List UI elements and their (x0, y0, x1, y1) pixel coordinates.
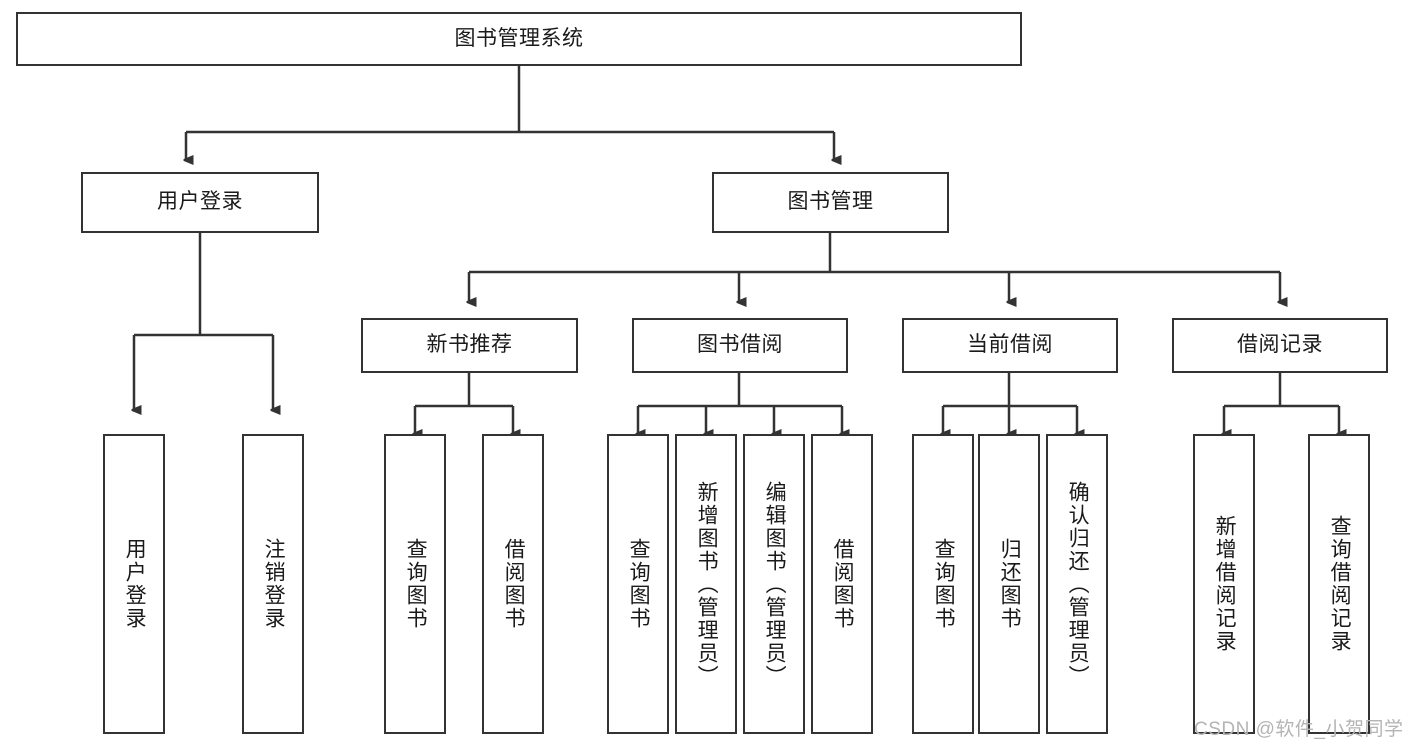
node-book-management[interactable]: 图书管理 (712, 172, 949, 233)
node-leaf-edit-book-admin[interactable]: 编辑图书（管理员） (743, 434, 805, 734)
node-leaf-add-book-admin-label: 新增图书（管理员） (695, 480, 719, 688)
node-leaf-return-book[interactable]: 归还图书 (978, 434, 1040, 734)
node-current-borrow[interactable]: 当前借阅 (902, 318, 1118, 373)
node-leaf-search-book-new-label: 查询图书 (404, 538, 428, 630)
node-book-borrow-label: 图书借阅 (697, 333, 783, 357)
node-leaf-add-borrow-record[interactable]: 新增借阅记录 (1193, 434, 1255, 734)
node-leaf-return-book-label: 归还图书 (998, 538, 1022, 630)
node-leaf-user-login-label: 用户登录 (123, 538, 147, 630)
node-root[interactable]: 图书管理系统 (16, 12, 1022, 66)
node-borrow-record-label: 借阅记录 (1237, 333, 1323, 357)
node-borrow-record[interactable]: 借阅记录 (1172, 318, 1388, 373)
node-current-borrow-label: 当前借阅 (967, 333, 1053, 357)
node-leaf-add-book-admin[interactable]: 新增图书（管理员） (675, 434, 737, 734)
node-new-book-recommend[interactable]: 新书推荐 (361, 318, 578, 373)
node-leaf-search-book-new[interactable]: 查询图书 (384, 434, 446, 734)
node-leaf-borrow-book-new[interactable]: 借阅图书 (482, 434, 544, 734)
node-leaf-add-borrow-record-label: 新增借阅记录 (1213, 515, 1237, 653)
node-leaf-search-book-current-label: 查询图书 (932, 538, 956, 630)
node-book-management-label: 图书管理 (787, 190, 874, 214)
node-leaf-borrow-book[interactable]: 借阅图书 (811, 434, 873, 734)
node-leaf-borrow-book-label: 借阅图书 (831, 538, 855, 630)
node-leaf-logout-label: 注销登录 (262, 538, 286, 630)
node-leaf-search-book[interactable]: 查询图书 (607, 434, 669, 734)
node-book-borrow[interactable]: 图书借阅 (632, 318, 848, 373)
node-leaf-borrow-book-new-label: 借阅图书 (502, 538, 526, 630)
watermark: CSDN @软件_小贺同学 (1194, 719, 1404, 740)
node-leaf-logout[interactable]: 注销登录 (242, 434, 304, 734)
node-root-label: 图书管理系统 (454, 26, 584, 50)
node-leaf-confirm-return-admin-label: 确认归还（管理员） (1066, 480, 1090, 688)
node-leaf-edit-book-admin-label: 编辑图书（管理员） (763, 480, 787, 688)
node-leaf-user-login[interactable]: 用户登录 (103, 434, 165, 734)
node-user-login[interactable]: 用户登录 (81, 172, 319, 233)
node-leaf-search-book-label: 查询图书 (627, 538, 651, 630)
node-user-login-label: 用户登录 (157, 190, 243, 214)
node-leaf-search-book-current[interactable]: 查询图书 (912, 434, 974, 734)
node-leaf-confirm-return-admin[interactable]: 确认归还（管理员） (1046, 434, 1108, 734)
node-leaf-search-borrow-record[interactable]: 查询借阅记录 (1308, 434, 1370, 734)
node-new-book-recommend-label: 新书推荐 (426, 333, 513, 357)
node-leaf-search-borrow-record-label: 查询借阅记录 (1328, 515, 1352, 653)
